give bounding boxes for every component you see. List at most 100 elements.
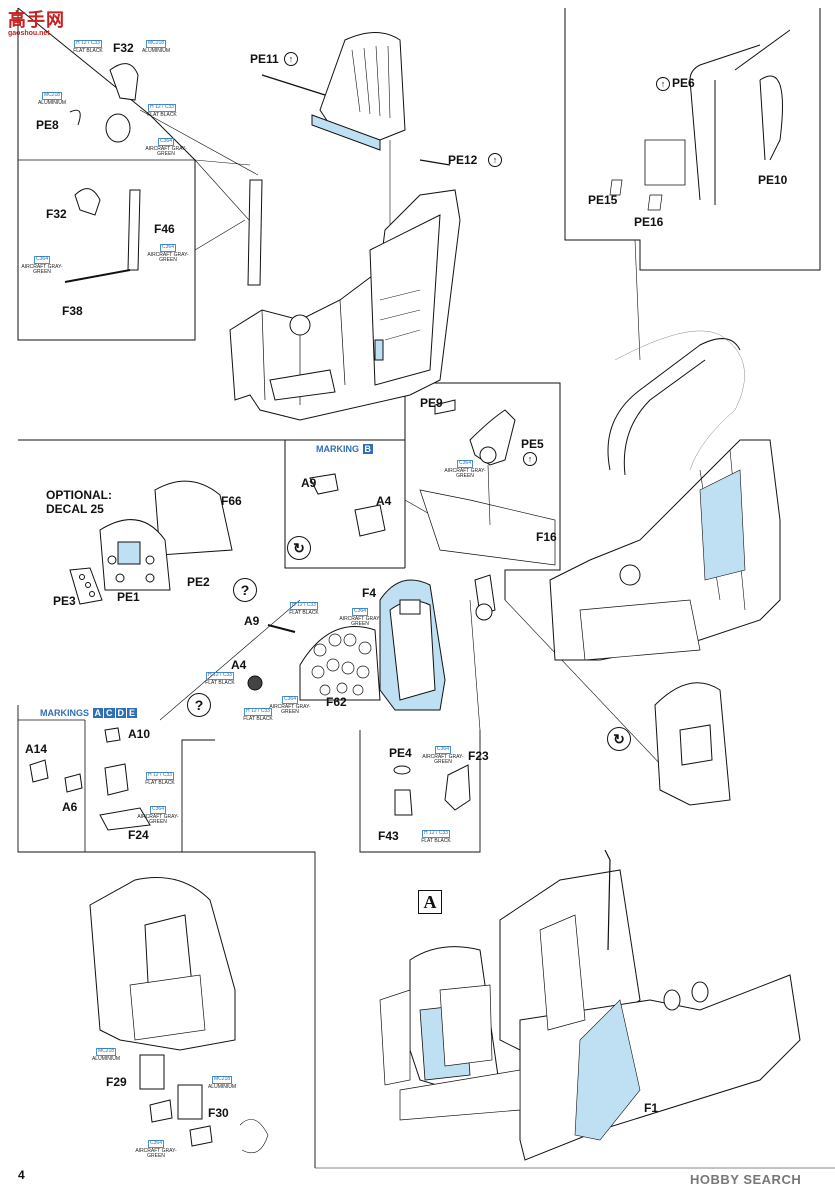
rotate-icon: ↻ bbox=[287, 536, 311, 560]
paint-code: C364 bbox=[148, 1140, 164, 1148]
paint-name: AIRCRAFT GRAY-GREEN bbox=[269, 703, 311, 715]
part-label-pe1: PE1 bbox=[117, 590, 140, 604]
part-label-f46: F46 bbox=[154, 222, 175, 236]
part-label-pe2: PE2 bbox=[187, 575, 210, 589]
part-label-f16: F16 bbox=[536, 530, 557, 544]
part-label-a6: A6 bbox=[62, 800, 78, 814]
optional-note: OPTIONAL: DECAL 25 bbox=[46, 488, 112, 516]
marking-b-letter: B bbox=[362, 444, 374, 454]
paint-code: MC218 bbox=[145, 40, 167, 48]
question-icon: ? bbox=[187, 693, 211, 717]
part-label-f62: F62 bbox=[326, 695, 347, 709]
part-label-f32: F32 bbox=[46, 207, 67, 221]
part-label-pe3: PE3 bbox=[53, 594, 76, 608]
paint-code: H 12 / C33 bbox=[244, 708, 272, 716]
paint-code: C364 bbox=[435, 746, 451, 754]
paint-name: FLAT BLACK bbox=[73, 47, 103, 54]
part-label-f23: F23 bbox=[468, 749, 489, 763]
part-label-f43: F43 bbox=[378, 829, 399, 843]
arrow-up-icon: ↑ bbox=[284, 52, 298, 66]
optional-note-line1: OPTIONAL: bbox=[46, 488, 112, 502]
part-label-pe11: PE11 bbox=[250, 52, 279, 66]
part-label-a4: A4 bbox=[231, 658, 247, 672]
paint-code: C364 bbox=[282, 696, 298, 704]
paint-code: C364 bbox=[34, 256, 50, 264]
view-label-a: A bbox=[418, 890, 442, 914]
part-label-f38: F38 bbox=[62, 304, 83, 318]
part-label-pe6: PE6 bbox=[672, 76, 695, 90]
optional-note-line2: DECAL 25 bbox=[46, 502, 104, 516]
paint-code: MC218 bbox=[41, 92, 63, 100]
marking-b-title: MARKING B bbox=[316, 444, 374, 454]
part-label-pe5: PE5 bbox=[521, 437, 544, 451]
part-label-a9: A9 bbox=[301, 476, 317, 490]
page-number: 4 bbox=[18, 1168, 25, 1182]
paint-name: AIRCRAFT GRAY-GREEN bbox=[147, 251, 189, 263]
question-icon: ? bbox=[233, 578, 257, 602]
part-label-f24: F24 bbox=[128, 828, 149, 842]
watermark-top-sub: gaoshou.net bbox=[8, 30, 50, 37]
paint-code: H 12 / C33 bbox=[148, 104, 176, 112]
paint-code: H 12 / C33 bbox=[74, 40, 102, 48]
paint-name: AIRCRAFT GRAY-GREEN bbox=[145, 145, 187, 157]
paint-code: C364 bbox=[457, 460, 473, 468]
paint-name: AIRCRAFT GRAY-GREEN bbox=[135, 1147, 177, 1159]
paint-code: MC218 bbox=[211, 1076, 233, 1084]
part-label-pe9: PE9 bbox=[420, 396, 443, 410]
paint-code: H 12 / C33 bbox=[422, 830, 450, 838]
part-label-f29: F29 bbox=[106, 1075, 127, 1089]
marking-letter-a: A bbox=[92, 708, 104, 718]
part-label-pe15: PE15 bbox=[588, 193, 618, 207]
paint-name: ALUMINIUM bbox=[141, 47, 171, 54]
part-label-pe4: PE4 bbox=[389, 746, 412, 760]
part-label-f30: F30 bbox=[208, 1106, 229, 1120]
paint-code: C364 bbox=[158, 138, 174, 146]
arrow-up-icon: ↑ bbox=[656, 77, 670, 91]
marking-letter-c: C bbox=[104, 708, 115, 718]
paint-name: FLAT BLACK bbox=[421, 837, 451, 844]
arrow-up-icon: ↑ bbox=[523, 452, 537, 466]
paint-code: H 12 / C33 bbox=[206, 672, 234, 680]
part-label-pe8: PE8 bbox=[36, 118, 59, 132]
markings-acde-title-text: MARKINGS bbox=[40, 708, 89, 718]
part-label-f1: F1 bbox=[644, 1101, 659, 1115]
paint-code: C364 bbox=[160, 244, 176, 252]
watermark-bottom: HOBBY SEARCH bbox=[690, 1172, 802, 1187]
part-label-f66: F66 bbox=[221, 494, 242, 508]
paint-name: FLAT BLACK bbox=[145, 779, 175, 786]
arrow-up-icon: ↑ bbox=[488, 153, 502, 167]
watermark-top-logo: 高手网 gaoshou.net bbox=[8, 6, 65, 37]
part-label-f32: F32 bbox=[113, 41, 134, 55]
paint-name: ALUMINIUM bbox=[37, 99, 67, 106]
marking-letter-d: D bbox=[115, 708, 127, 718]
paint-name: FLAT BLACK bbox=[205, 679, 235, 686]
paint-name: ALUMINIUM bbox=[207, 1083, 237, 1090]
part-label-f4: F4 bbox=[362, 586, 377, 600]
part-label-pe16: PE16 bbox=[634, 215, 664, 229]
part-label-pe12: PE12 bbox=[448, 153, 478, 167]
part-label-pe10: PE10 bbox=[758, 173, 788, 187]
part-label-a4: A4 bbox=[376, 494, 392, 508]
paint-name: ALUMINIUM bbox=[91, 1055, 121, 1062]
paint-name: FLAT BLACK bbox=[289, 609, 319, 616]
part-label-a14: A14 bbox=[25, 742, 48, 756]
